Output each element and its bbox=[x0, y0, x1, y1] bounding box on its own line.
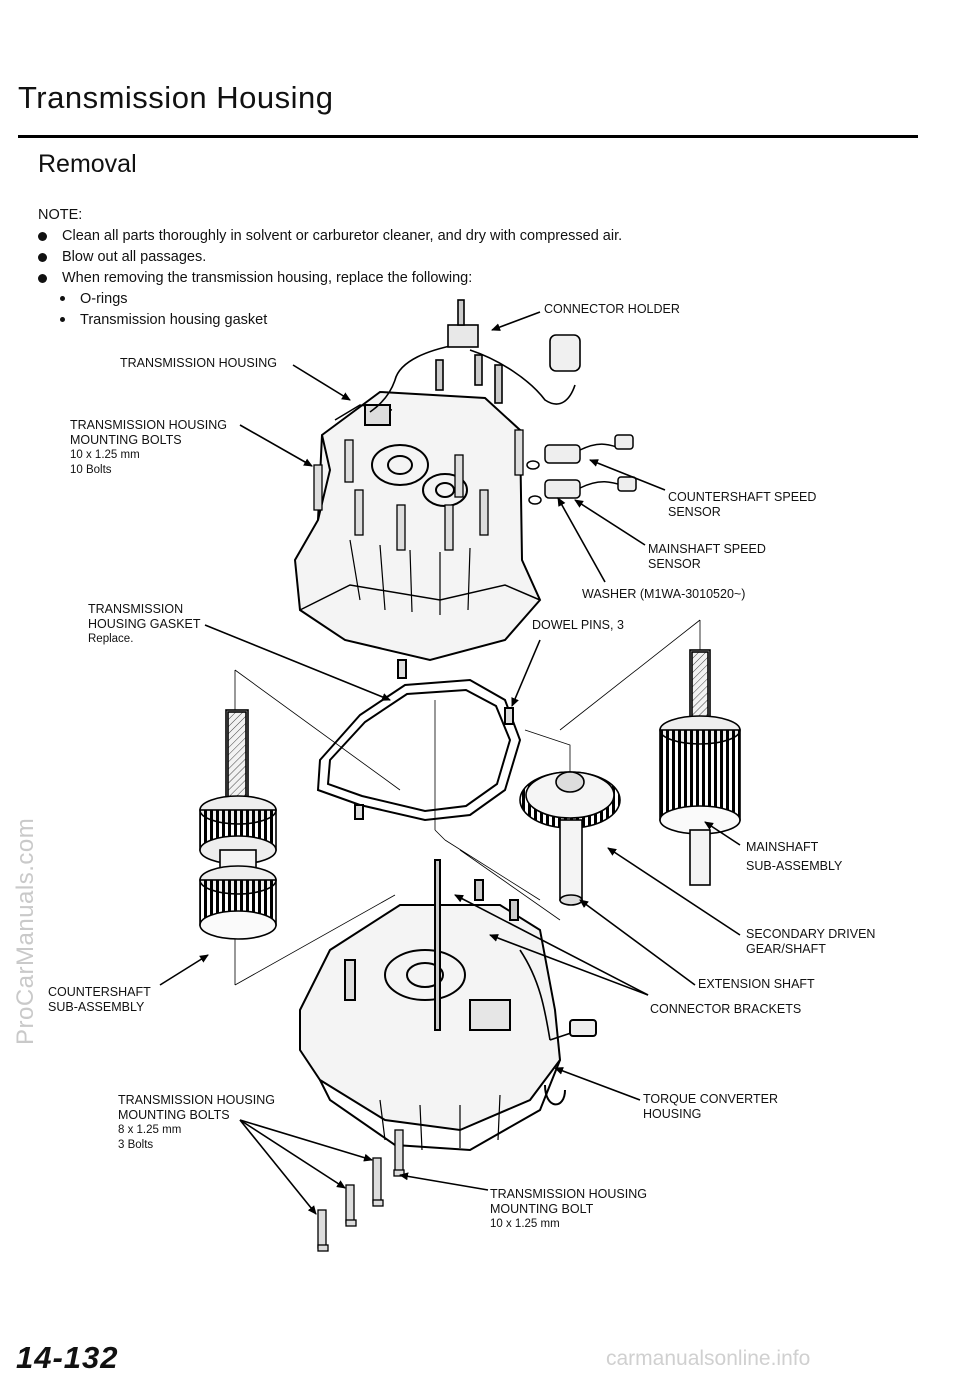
footer-watermark: carmanualsonline.info bbox=[606, 1347, 811, 1370]
label-transmission-housing: TRANSMISSION HOUSING bbox=[120, 356, 277, 370]
side-watermark: ProCarManuals.com bbox=[12, 817, 39, 1045]
bullet-icon bbox=[38, 253, 47, 262]
torque-converter-housing-drawing bbox=[299, 859, 597, 1152]
label-torque-converter-housing: TORQUE CONVERTER HOUSING bbox=[643, 1092, 778, 1121]
label-extension-shaft: EXTENSION SHAFT bbox=[698, 977, 815, 991]
transmission-housing-drawing bbox=[293, 390, 542, 662]
label-mounting-bolts-bottom: TRANSMISSION HOUSING MOUNTING BOLTS 8 x … bbox=[118, 1093, 275, 1151]
label-housing-gasket: TRANSMISSION HOUSING GASKET Replace. bbox=[88, 602, 201, 645]
note-item: Blow out all passages. bbox=[38, 247, 622, 268]
label-connector-holder: CONNECTOR HOLDER bbox=[544, 302, 680, 316]
note-subitem: Transmission housing gasket bbox=[38, 310, 622, 331]
label-countershaft-speed-sensor: COUNTERSHAFT SPEED SENSOR bbox=[668, 490, 817, 519]
connector-harness-drawing bbox=[369, 299, 581, 413]
leader-lines bbox=[159, 311, 741, 1215]
label-mounting-bolts-top: TRANSMISSION HOUSING MOUNTING BOLTS 10 x… bbox=[70, 418, 227, 476]
speed-sensors-drawing bbox=[526, 434, 637, 505]
housing-gasket-drawing bbox=[316, 659, 522, 822]
label-mainshaft-speed-sensor: MAINSHAFT SPEED SENSOR bbox=[648, 542, 766, 571]
bullet-icon bbox=[38, 274, 47, 283]
page-title: Transmission Housing bbox=[18, 80, 334, 115]
small-bullet-icon bbox=[60, 317, 65, 322]
notes-heading: NOTE: bbox=[38, 207, 83, 223]
countershaft-drawing bbox=[199, 709, 277, 940]
note-subitem: O-rings bbox=[38, 289, 622, 310]
page-number: 14-132 bbox=[16, 1340, 119, 1375]
bullet-icon bbox=[38, 232, 47, 241]
label-countershaft: COUNTERSHAFT SUB-ASSEMBLY bbox=[48, 985, 151, 1014]
label-dowel-pins: DOWEL PINS, 3 bbox=[532, 618, 624, 632]
secondary-gear-drawing bbox=[519, 771, 621, 906]
label-connector-brackets: CONNECTOR BRACKETS bbox=[650, 1002, 802, 1016]
small-bullet-icon bbox=[60, 296, 65, 301]
label-secondary-driven-gear: SECONDARY DRIVEN GEAR/SHAFT bbox=[746, 927, 876, 956]
notes-block: NOTE: Clean all parts thoroughly in solv… bbox=[38, 205, 622, 331]
label-mounting-bolt-single: TRANSMISSION HOUSING MOUNTING BOLT 10 x … bbox=[490, 1187, 647, 1230]
section-subtitle: Removal bbox=[38, 150, 137, 178]
mounting-bolts-lower-drawing bbox=[317, 1129, 405, 1252]
mounting-bolts-upper-drawing bbox=[313, 429, 524, 551]
note-item: Clean all parts thoroughly in solvent or… bbox=[38, 226, 622, 247]
label-mainshaft: MAINSHAFT SUB-ASSEMBLY bbox=[746, 840, 843, 873]
note-item: When removing the transmission housing, … bbox=[38, 268, 622, 289]
title-rule bbox=[18, 135, 918, 138]
mainshaft-drawing bbox=[659, 649, 741, 886]
label-washer: WASHER (M1WA-3010520~) bbox=[582, 587, 746, 601]
